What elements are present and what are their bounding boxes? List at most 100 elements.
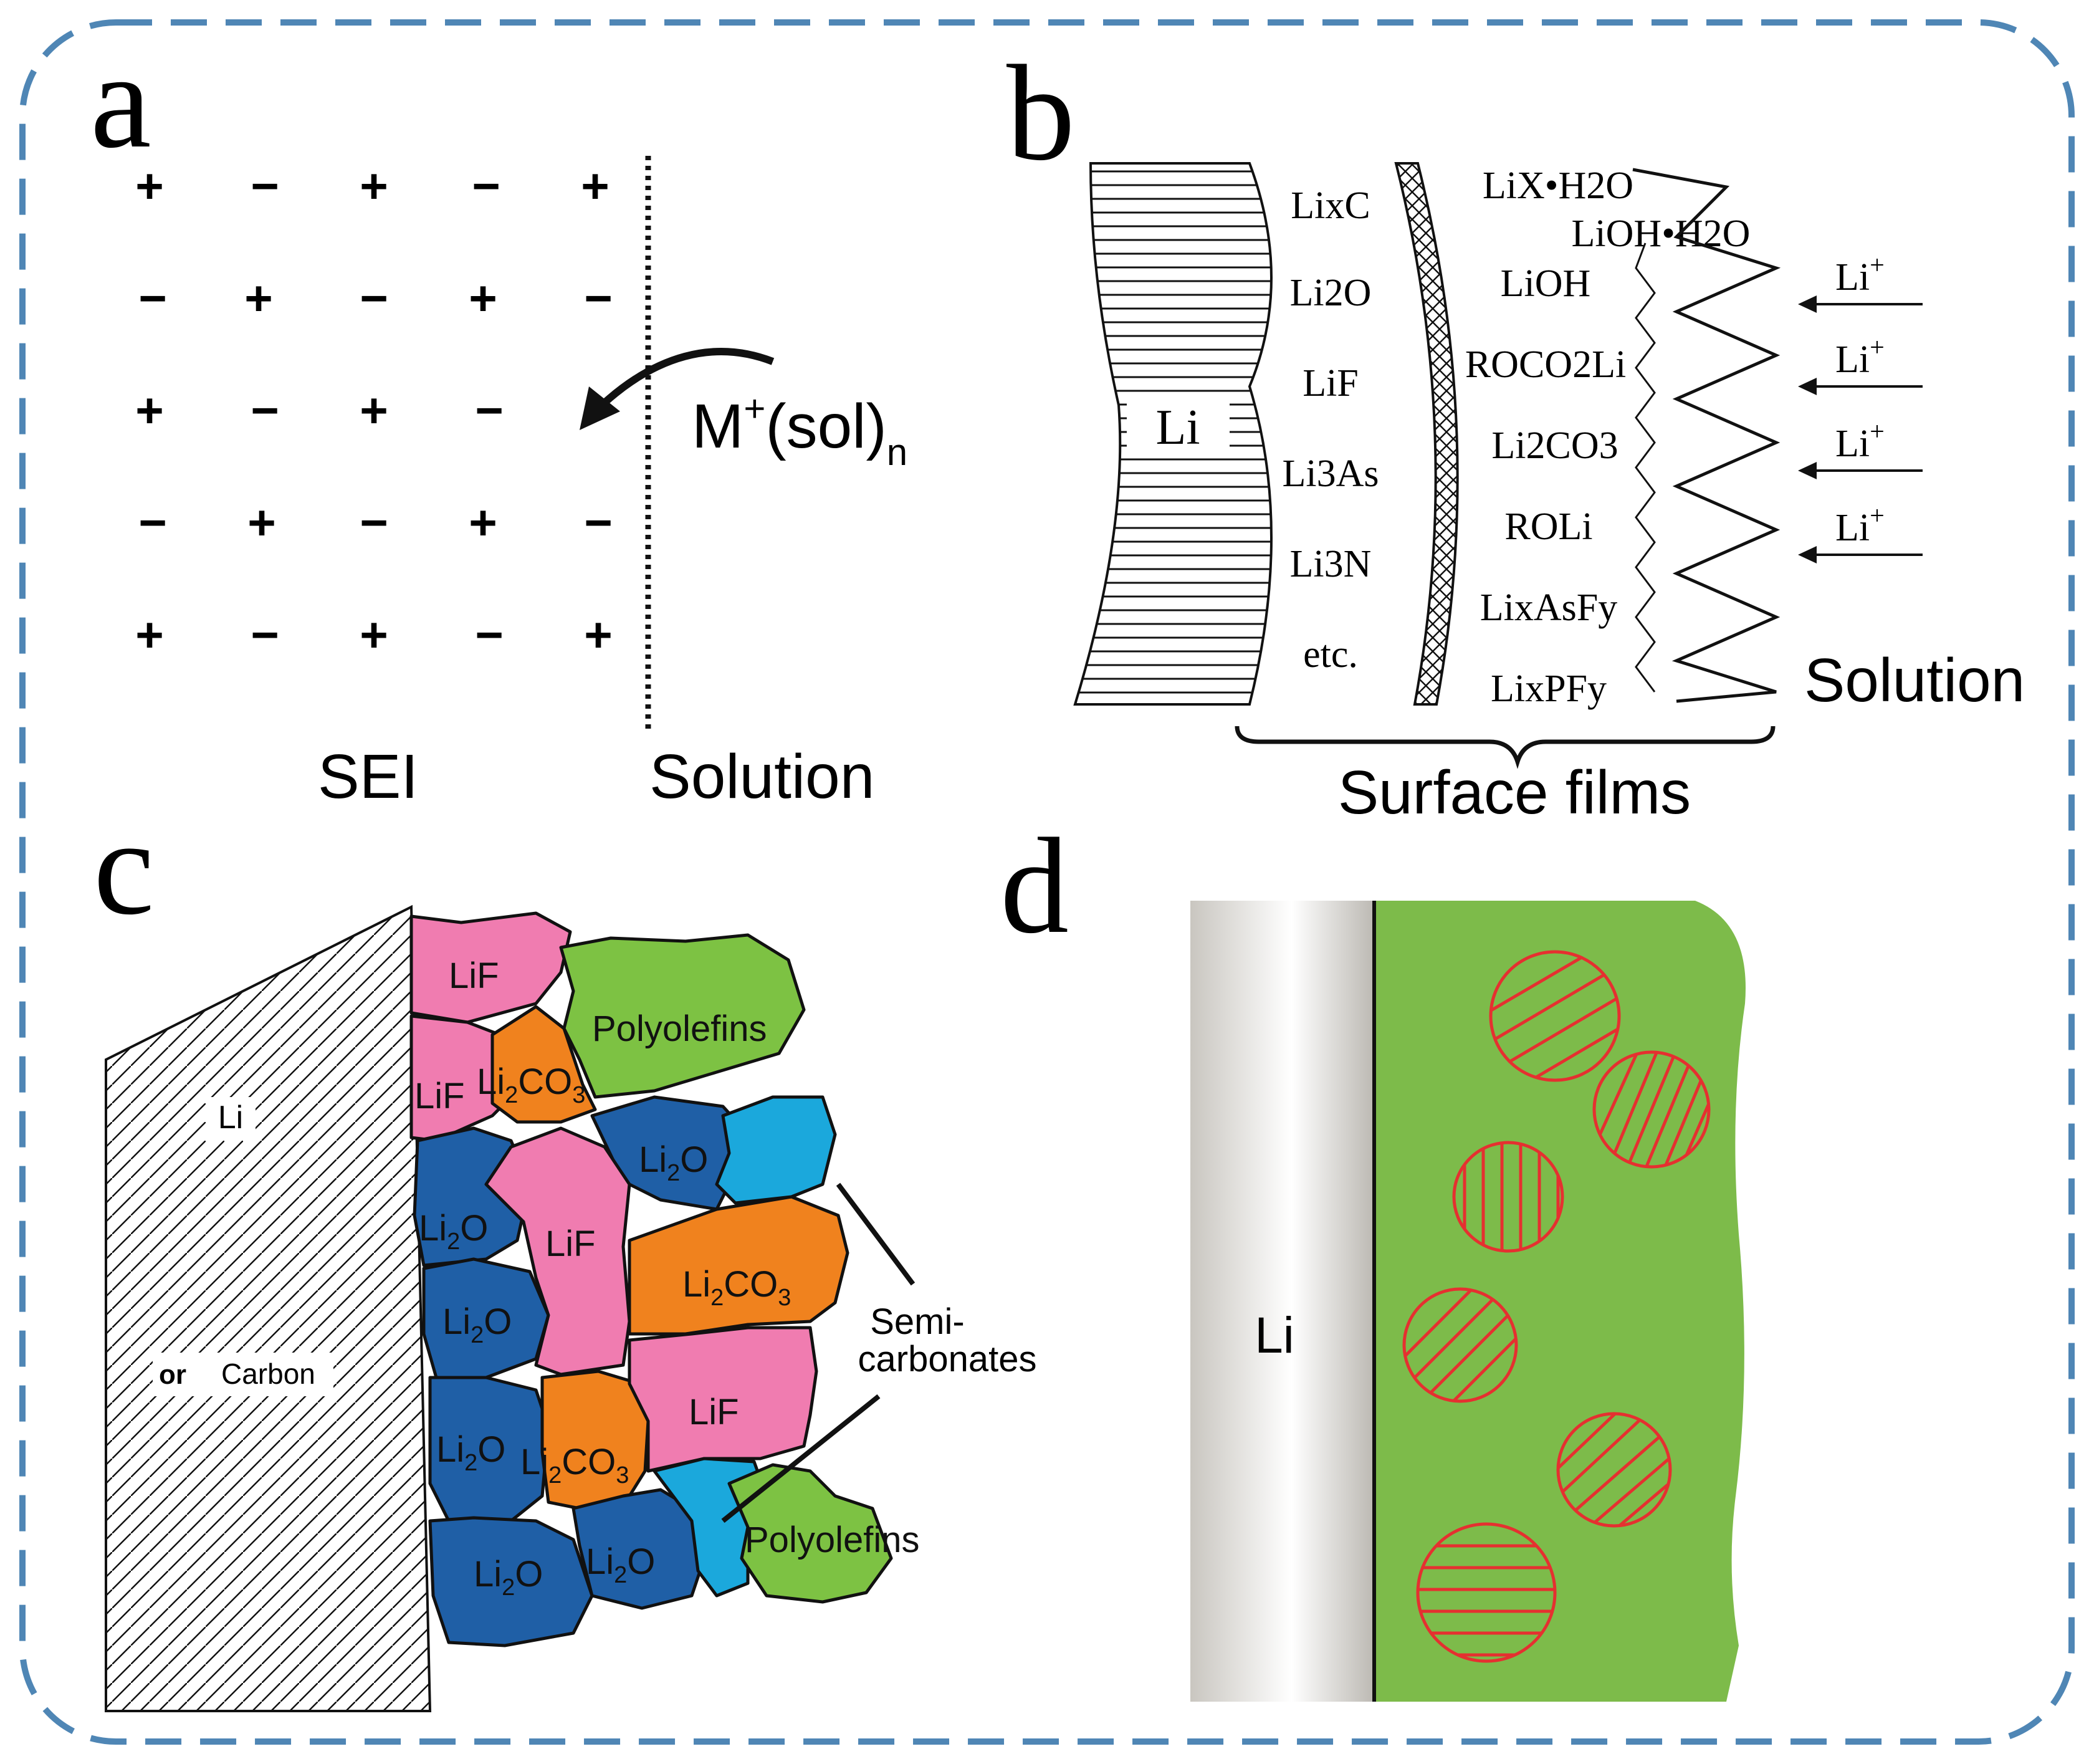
- charge: −: [138, 271, 167, 325]
- grain-lif: [409, 911, 572, 1024]
- semicarbonates-label: Semi- carbonates: [858, 1301, 1037, 1379]
- grain-semicarbonate: [715, 1095, 837, 1205]
- li-metal-electrode: [1190, 901, 1374, 1702]
- grain-label-polyolefins: Polyolefins: [592, 1009, 767, 1049]
- particle: [1556, 1412, 1672, 1528]
- grain-polyolefins: [559, 933, 806, 1099]
- li-ion-arrow: Li+: [1798, 333, 1923, 395]
- charge: −: [584, 495, 613, 550]
- dashed-frame: [19, 19, 2075, 1745]
- grain-labels: LiF LiF Li2CO3 Polyolefins Li2O Li2O LiF…: [414, 956, 919, 1601]
- particle: [1452, 1141, 1564, 1253]
- panel-a: a + − + − + − + − + − + − + − − + − + − …: [90, 24, 907, 812]
- wavy-boundary: [1635, 242, 1656, 693]
- inner-compound: etc.: [1303, 633, 1358, 676]
- li-label-b: Li: [1155, 400, 1200, 455]
- grain-label-li2o: Li2O: [436, 1429, 505, 1476]
- grain-label-lif: LiF: [545, 1224, 596, 1264]
- charge: +: [247, 495, 276, 550]
- panel-c-label: c: [93, 791, 155, 943]
- grain-label-li2co3: Li2CO3: [520, 1442, 629, 1488]
- grain-label-lif: LiF: [414, 1076, 465, 1116]
- charge: +: [469, 495, 497, 550]
- surface-films-label: Surface films: [1338, 758, 1691, 827]
- panel-c: c Li or Carbon LiF LiF: [93, 791, 1037, 1712]
- outer-film-layer: LiX•H2O LiOH•H2O LiOH ROCO2Li Li2CO3 ROL…: [1465, 165, 1751, 710]
- outer-compound: Li2CO3: [1491, 424, 1618, 467]
- grain-label-polyolefins: Polyolefins: [745, 1520, 919, 1560]
- li-label-d: Li: [1255, 1307, 1294, 1364]
- sei-label: SEI: [318, 742, 418, 812]
- panel-b-label: b: [1006, 37, 1075, 189]
- solution-label-a: Solution: [649, 742, 874, 812]
- li-ion-arrows: Li+ Li+ Li+ Li+: [1798, 251, 1923, 563]
- charge: −: [475, 383, 504, 438]
- inner-film-layer: LixC Li2O LiF Li3As Li3N etc.: [1283, 185, 1379, 676]
- surface-films-brace: [1235, 726, 1776, 769]
- charge-lattice: + − + − + − + − + − + − + − − + − + − + …: [135, 158, 613, 662]
- sei-green-layer: [1374, 901, 1746, 1702]
- outer-compound: ROLi: [1504, 506, 1592, 548]
- substrate-label-or: or: [159, 1359, 186, 1390]
- grain-li2o: [428, 1516, 594, 1647]
- outer-compound: LiOH•H2O: [1572, 213, 1751, 255]
- li-ion-arrow: Li+: [1798, 502, 1923, 563]
- inner-compound: Li2O: [1290, 272, 1372, 314]
- outer-compound: LixPFy: [1491, 668, 1607, 710]
- svg-text:Li+: Li+: [1835, 333, 1885, 381]
- grain-li2o: [428, 1376, 550, 1523]
- panel-b: b Li LixC Li2O LiF Li3As Li3N etc. LiX•H…: [1006, 37, 2025, 827]
- zigzag-layer: [1632, 168, 1781, 703]
- svg-text:Li+: Li+: [1835, 418, 1885, 465]
- substrate-hatched: [105, 904, 432, 1712]
- particle: [1416, 1522, 1557, 1663]
- charge: −: [360, 271, 388, 325]
- inner-compound: LiF: [1303, 362, 1359, 405]
- grain-label-li2o: Li2O: [442, 1301, 512, 1348]
- substrate-label-carbon: Carbon: [221, 1358, 315, 1390]
- grain-label-li2o: Li2O: [639, 1139, 708, 1186]
- li-label-box: [1127, 393, 1230, 455]
- grain-label-li2o: Li2O: [586, 1541, 655, 1588]
- panel-d: d Li: [1000, 810, 1746, 1702]
- charge: +: [360, 607, 388, 662]
- outer-compound: LixAsFy: [1480, 587, 1617, 629]
- grain-li2co3: [540, 1369, 650, 1510]
- charge: +: [360, 383, 388, 438]
- inner-compound: Li3N: [1290, 543, 1372, 585]
- inner-compound: Li3As: [1283, 453, 1379, 495]
- li-ion-arrow: Li+: [1798, 418, 1923, 479]
- semicarbonates-pointer: [836, 1182, 916, 1286]
- inner-compound: LixC: [1291, 185, 1370, 227]
- grain-li2co3: [490, 1005, 597, 1124]
- solvated-ion-label: M+(sol)n: [692, 388, 907, 473]
- cross-hatched-band: [1394, 162, 1459, 706]
- grain-lif: [484, 1126, 631, 1376]
- charge: −: [251, 383, 279, 438]
- charge: −: [584, 271, 613, 325]
- grain-lif: [628, 1326, 818, 1473]
- substrate-label-li: Li: [218, 1100, 243, 1136]
- charge: −: [475, 607, 504, 662]
- grain-polyolefins: [727, 1463, 893, 1604]
- grain-label-lif: LiF: [689, 1392, 739, 1432]
- outer-compound: ROCO2Li: [1465, 343, 1626, 386]
- grain-label-li2o: Li2O: [474, 1554, 543, 1601]
- particle: [1402, 1287, 1518, 1403]
- charge: +: [135, 383, 164, 438]
- grain-li2o: [571, 1488, 706, 1610]
- insertion-arrow: [589, 348, 775, 418]
- charge: −: [360, 495, 388, 550]
- charge: +: [244, 271, 273, 325]
- sei-grains: [409, 911, 893, 1647]
- charge: +: [581, 158, 610, 213]
- grain-label-li2co3: Li2CO3: [682, 1264, 791, 1311]
- arrow-head: [580, 386, 620, 430]
- charge: +: [360, 158, 388, 213]
- li-ion-arrow: Li+: [1798, 251, 1923, 313]
- charge: +: [469, 271, 497, 325]
- svg-text:Li+: Li+: [1835, 251, 1885, 299]
- charge: −: [472, 158, 500, 213]
- particle: [1592, 1050, 1711, 1169]
